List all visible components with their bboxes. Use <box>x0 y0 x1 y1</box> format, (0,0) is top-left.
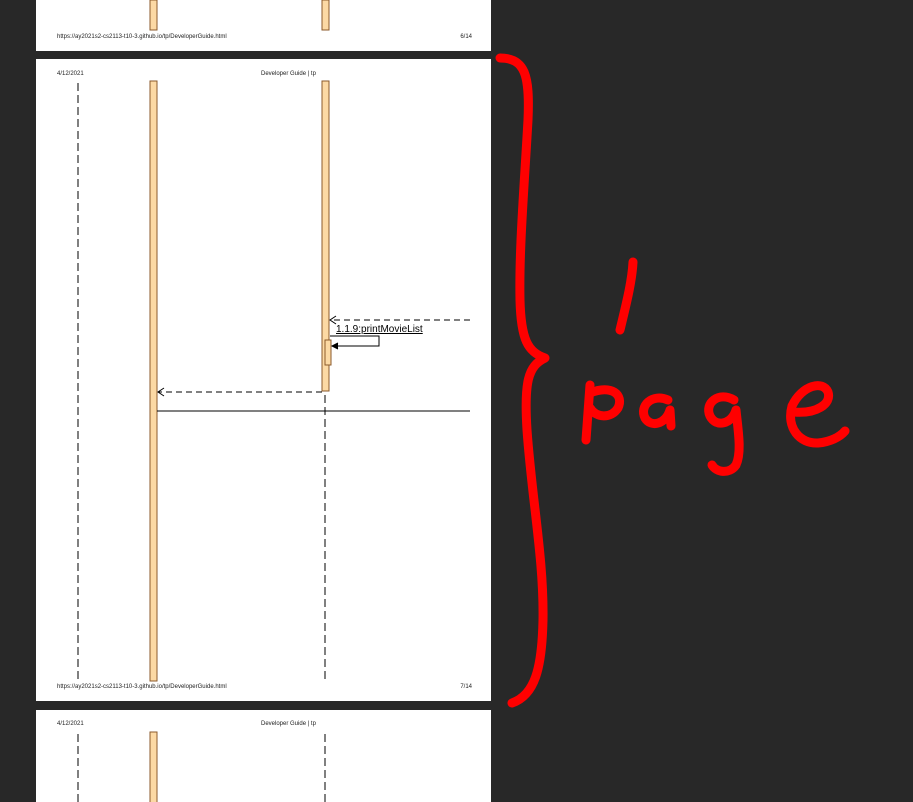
page-footer-url[interactable]: https://ay2021s2-cs2113-t10-3.github.io/… <box>57 34 227 40</box>
activation-bar <box>321 80 330 392</box>
arrow-head <box>330 342 339 350</box>
page-footer-number: 6/14 <box>460 34 472 40</box>
page-header-date: 4/12/2021 <box>57 71 84 77</box>
handwritten-a <box>639 393 676 431</box>
activation-bar <box>149 0 158 31</box>
pdf-page-8: 4/12/2021 Developer Guide | tp <box>36 710 491 802</box>
handwritten-p <box>585 385 624 421</box>
page-header-title: Developer Guide | tp <box>261 721 316 727</box>
arrow-head <box>329 315 337 325</box>
activation-bar <box>149 80 158 682</box>
page-footer-url[interactable]: https://ay2021s2-cs2113-t10-3.github.io/… <box>57 684 227 690</box>
nested-activation-bar <box>324 339 332 366</box>
activation-bar <box>321 0 330 31</box>
self-message-arrow <box>330 335 380 347</box>
handwritten-g <box>704 392 744 476</box>
pdf-page-6: https://ay2021s2-cs2113-t10-3.github.io/… <box>36 0 491 51</box>
arrow-head <box>157 387 165 397</box>
curly-brace-icon <box>495 53 550 708</box>
sequence-diagram <box>77 80 470 682</box>
pdf-page-7: 4/12/2021 Developer Guide | tp 1.1.9:pri… <box>36 59 491 701</box>
page-header-date: 4/12/2021 <box>57 721 84 727</box>
page-footer-number: 7/14 <box>460 684 472 690</box>
handwritten-p <box>581 380 595 445</box>
page-header-title: Developer Guide | tp <box>261 71 316 77</box>
activation-bar <box>149 731 158 802</box>
sequence-diagram-fragment <box>77 731 326 802</box>
message-label: 1.1.9:printMovieList <box>336 324 423 335</box>
handwritten-one <box>615 257 638 335</box>
sequence-diagram-fragment <box>149 0 330 31</box>
handwritten-e <box>786 381 850 448</box>
